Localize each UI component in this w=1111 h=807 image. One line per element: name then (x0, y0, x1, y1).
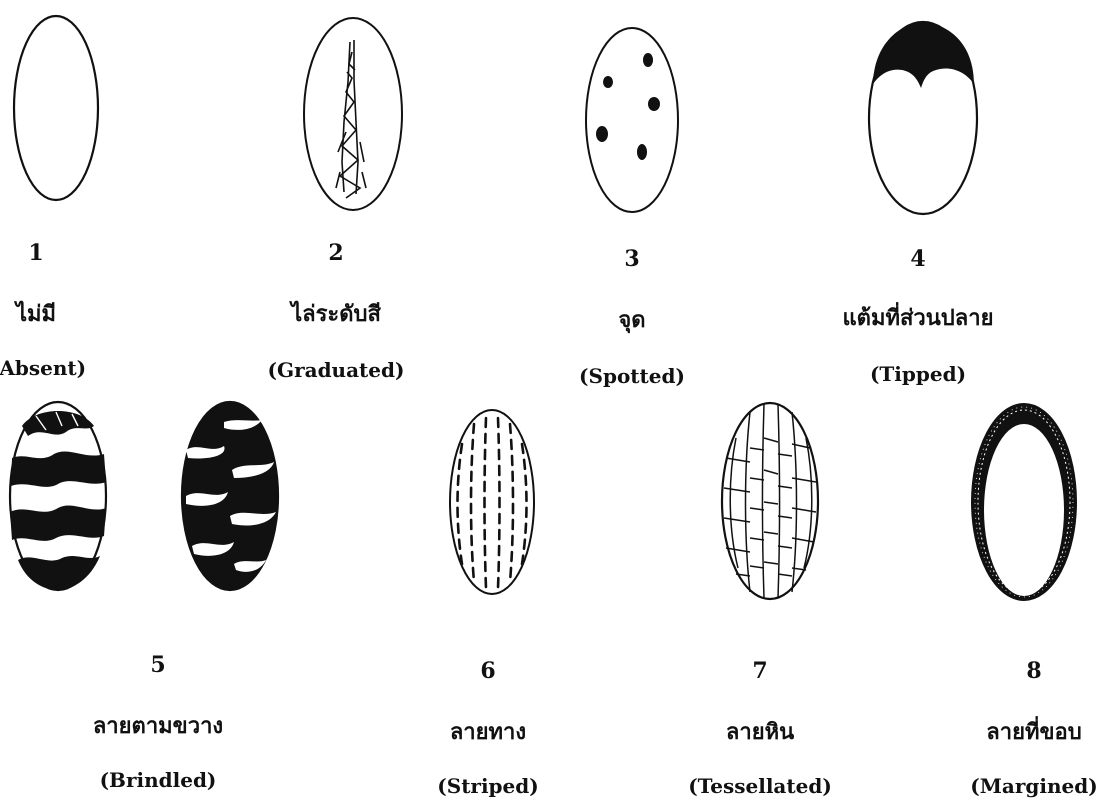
item-2-english-label: (Graduated) (206, 358, 466, 382)
item-4-thai-label: แต้มที่ส่วนปลาย (788, 300, 1048, 335)
item-6-english-label: (Striped) (358, 774, 618, 798)
item-3-english-label: (Spotted) (502, 364, 762, 388)
item-1-thai-label: ไม่มี (0, 296, 166, 331)
item-3-thai-label: จุด (502, 302, 762, 337)
item-3-number: 3 (502, 246, 762, 272)
seed-brindled-figure-a (6, 396, 110, 596)
item-8-number: 8 (904, 658, 1111, 684)
seed-graduated-figure (300, 12, 406, 216)
item-5-thai-label: ลายตามขวาง (28, 708, 288, 743)
seed-absent-figure (8, 8, 104, 208)
item-6-number: 6 (358, 658, 618, 684)
item-2-number: 2 (206, 240, 466, 266)
item-5-english-label: (Brindled) (28, 768, 288, 792)
seed-spotted-figure (582, 22, 682, 218)
seed-tessellated-figure (718, 398, 822, 604)
item-6-thai-label: ลายทาง (358, 714, 618, 749)
item-5-number: 5 (28, 652, 288, 678)
seed-striped-figure (446, 404, 538, 600)
item-2-thai-label: ไล่ระดับสี (206, 296, 466, 331)
item-1-number: 1 (0, 240, 166, 266)
item-4-english-label: (Tipped) (788, 362, 1048, 386)
seed-tipped-figure (864, 14, 982, 218)
item-1-english-label: (Absent) (0, 356, 168, 380)
item-7-thai-label: ลายหิน (630, 714, 890, 749)
item-7-number: 7 (630, 658, 890, 684)
seed-margined-figure (968, 398, 1080, 606)
item-4-number: 4 (788, 246, 1048, 272)
item-8-english-label: (Margined) (904, 774, 1111, 798)
seed-brindled-figure-b (178, 396, 282, 596)
item-7-english-label: (Tessellated) (630, 774, 890, 798)
item-8-thai-label: ลายที่ขอบ (904, 714, 1111, 749)
